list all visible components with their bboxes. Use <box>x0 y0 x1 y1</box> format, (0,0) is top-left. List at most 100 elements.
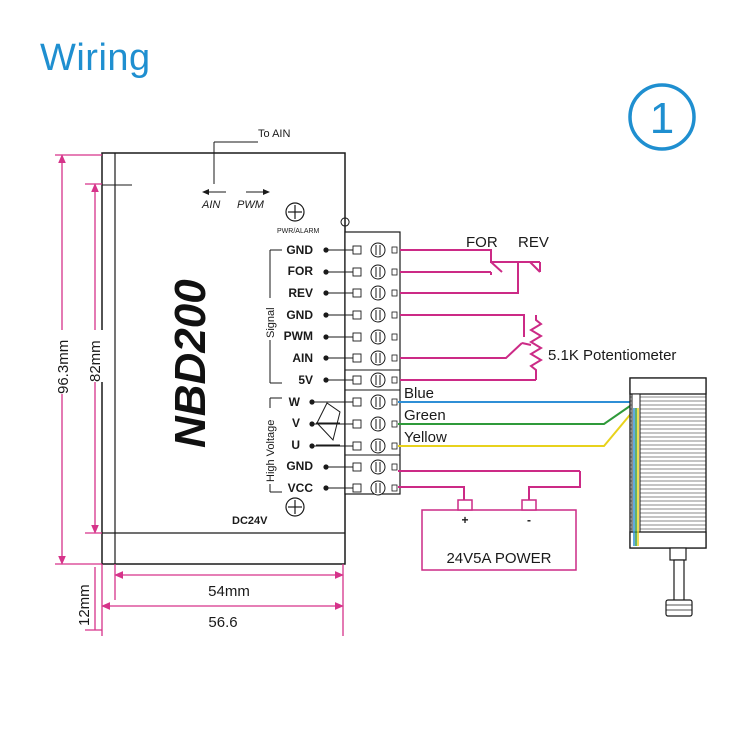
motor-wiring <box>398 401 635 447</box>
screw-icon <box>285 497 305 517</box>
pin-dot <box>323 290 329 296</box>
terminal-screw-icon <box>370 285 386 301</box>
outer-height-label: 96.3mm <box>55 340 72 394</box>
pin-w-label: W <box>289 395 301 409</box>
pwr-alarm-label: PWR/ALARM <box>277 228 320 235</box>
outer-width-label: 56.6 <box>208 614 237 631</box>
terminal-clamp <box>352 310 362 320</box>
terminal-socket <box>391 463 398 471</box>
terminal-socket <box>391 311 398 319</box>
terminal-clamp <box>352 332 362 342</box>
driver-model: NBD200 <box>166 279 215 448</box>
pin-dot <box>323 485 329 491</box>
step-number: 1 <box>650 94 674 143</box>
pin-dot <box>323 355 329 361</box>
pin-vcc-label: VCC <box>288 481 314 495</box>
power-plus-label: + <box>461 513 468 527</box>
to-ain-label: To AIN <box>258 128 290 140</box>
pwm-label: PWM <box>237 199 265 211</box>
pin-5v-label: 5V <box>298 373 313 387</box>
pin-dot <box>323 269 329 275</box>
terminal-socket <box>391 268 398 276</box>
terminal-screw-icon <box>370 350 386 366</box>
pin-u-label: U <box>291 438 300 452</box>
power-supply <box>421 499 577 571</box>
terminal-socket <box>391 398 398 406</box>
terminal-screw-icon <box>370 329 386 345</box>
signal-pin-list: GND FOR REV GND PWM AIN 5V <box>284 243 314 387</box>
power-minus-label: - <box>527 513 531 527</box>
terminal-screw-icon <box>370 394 386 410</box>
screw-icon <box>285 202 305 222</box>
terminal-screw-icon <box>370 307 386 323</box>
terminal-clamp <box>352 397 362 407</box>
terminal-clamp <box>352 462 362 472</box>
pin-v-label: V <box>292 416 300 430</box>
terminal-socket <box>391 289 398 297</box>
potentiometer-icon <box>521 315 543 380</box>
pin-dot <box>323 334 329 340</box>
high-voltage-label: High Voltage <box>265 420 277 482</box>
terminal-socket <box>391 333 398 341</box>
terminal-screw-icon <box>370 242 386 258</box>
motor-icon <box>629 377 707 617</box>
inner-width-label: 54mm <box>208 583 250 600</box>
terminal-screw-icon <box>370 459 386 475</box>
pin-dot <box>309 399 315 405</box>
dc24v-label: DC24V <box>232 515 268 527</box>
switch-rev-icon <box>529 261 541 273</box>
terminal-clamp <box>352 267 362 277</box>
terminal-socket <box>391 442 398 450</box>
pin-dot <box>323 247 329 253</box>
pin-dot <box>309 421 315 427</box>
terminal-clamp <box>352 353 362 363</box>
page-title: Wiring <box>40 37 151 79</box>
potentiometer-label: 5.1K Potentiometer <box>548 347 676 364</box>
ain-pwm-indicator <box>202 141 270 195</box>
pin-gnd-power-label: GND <box>286 459 313 473</box>
motor-pin-list: W V U <box>289 395 301 452</box>
terminal-socket <box>391 246 398 254</box>
terminal-screw-icon <box>370 416 386 432</box>
signal-group-label: Signal <box>265 307 277 338</box>
pin-dot <box>323 312 329 318</box>
switch-for-icon <box>490 261 503 275</box>
terminal-screw-icon <box>370 480 386 496</box>
terminal-socket <box>391 484 398 492</box>
wire-blue-label: Blue <box>404 385 434 402</box>
terminal-socket <box>391 420 398 428</box>
pin-gnd-label: GND <box>286 243 313 257</box>
pin-dot <box>309 443 315 449</box>
terminal-block <box>309 242 398 496</box>
terminal-clamp <box>352 419 362 429</box>
terminal-clamp <box>352 245 362 255</box>
pin-gnd-label: GND <box>286 308 313 322</box>
power-supply-label: 24V5A POWER <box>446 550 551 567</box>
step-badge: 1 <box>628 83 696 151</box>
wire-green-label: Green <box>404 407 446 424</box>
control-wiring <box>398 249 581 500</box>
pin-dot <box>323 377 329 383</box>
pin-for-label: FOR <box>288 264 314 278</box>
terminal-clamp <box>352 441 362 451</box>
ain-label: AIN <box>201 199 220 211</box>
pin-dot <box>323 464 329 470</box>
terminal-socket <box>391 354 398 362</box>
terminal-screw-icon <box>370 264 386 280</box>
switch-for-label: FOR <box>466 234 498 251</box>
terminal-screw-icon <box>370 372 386 388</box>
pin-pwm-label: PWM <box>284 329 313 343</box>
pin-ain-label: AIN <box>292 351 313 365</box>
wire-yellow-label: Yellow <box>404 429 447 446</box>
terminal-clamp <box>352 288 362 298</box>
pin-rev-label: REV <box>288 286 313 300</box>
terminal-socket <box>391 376 398 384</box>
power-pin-list: GND VCC <box>286 459 313 495</box>
switch-rev-label: REV <box>518 234 549 251</box>
depth-label: 12mm <box>76 584 93 626</box>
terminal-clamp <box>352 483 362 493</box>
inner-height-label: 82mm <box>87 340 104 382</box>
terminal-clamp <box>352 375 362 385</box>
